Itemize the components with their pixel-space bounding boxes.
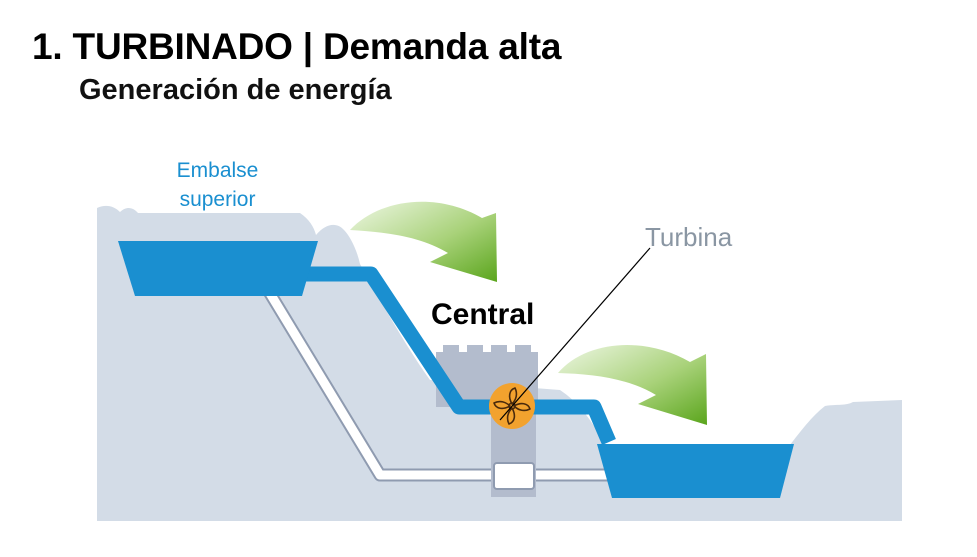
page-title: 1. TURBINADO | Demanda alta [32, 26, 562, 67]
turbine-label: Turbina [645, 222, 733, 252]
upper-reservoir [118, 241, 318, 296]
flow-arrow-icon-upper [350, 201, 497, 282]
penstock-pipe [300, 266, 616, 445]
pump-unit [493, 462, 535, 490]
power-plant-label: Central [431, 298, 535, 331]
turbine-pointer-line [499, 247, 651, 421]
flow-arrow-icon-lower [558, 345, 707, 425]
upper-reservoir-label: Embalse superior [176, 159, 259, 211]
page-subtitle: Generación de energía [79, 74, 392, 106]
lower-reservoir [597, 444, 794, 498]
